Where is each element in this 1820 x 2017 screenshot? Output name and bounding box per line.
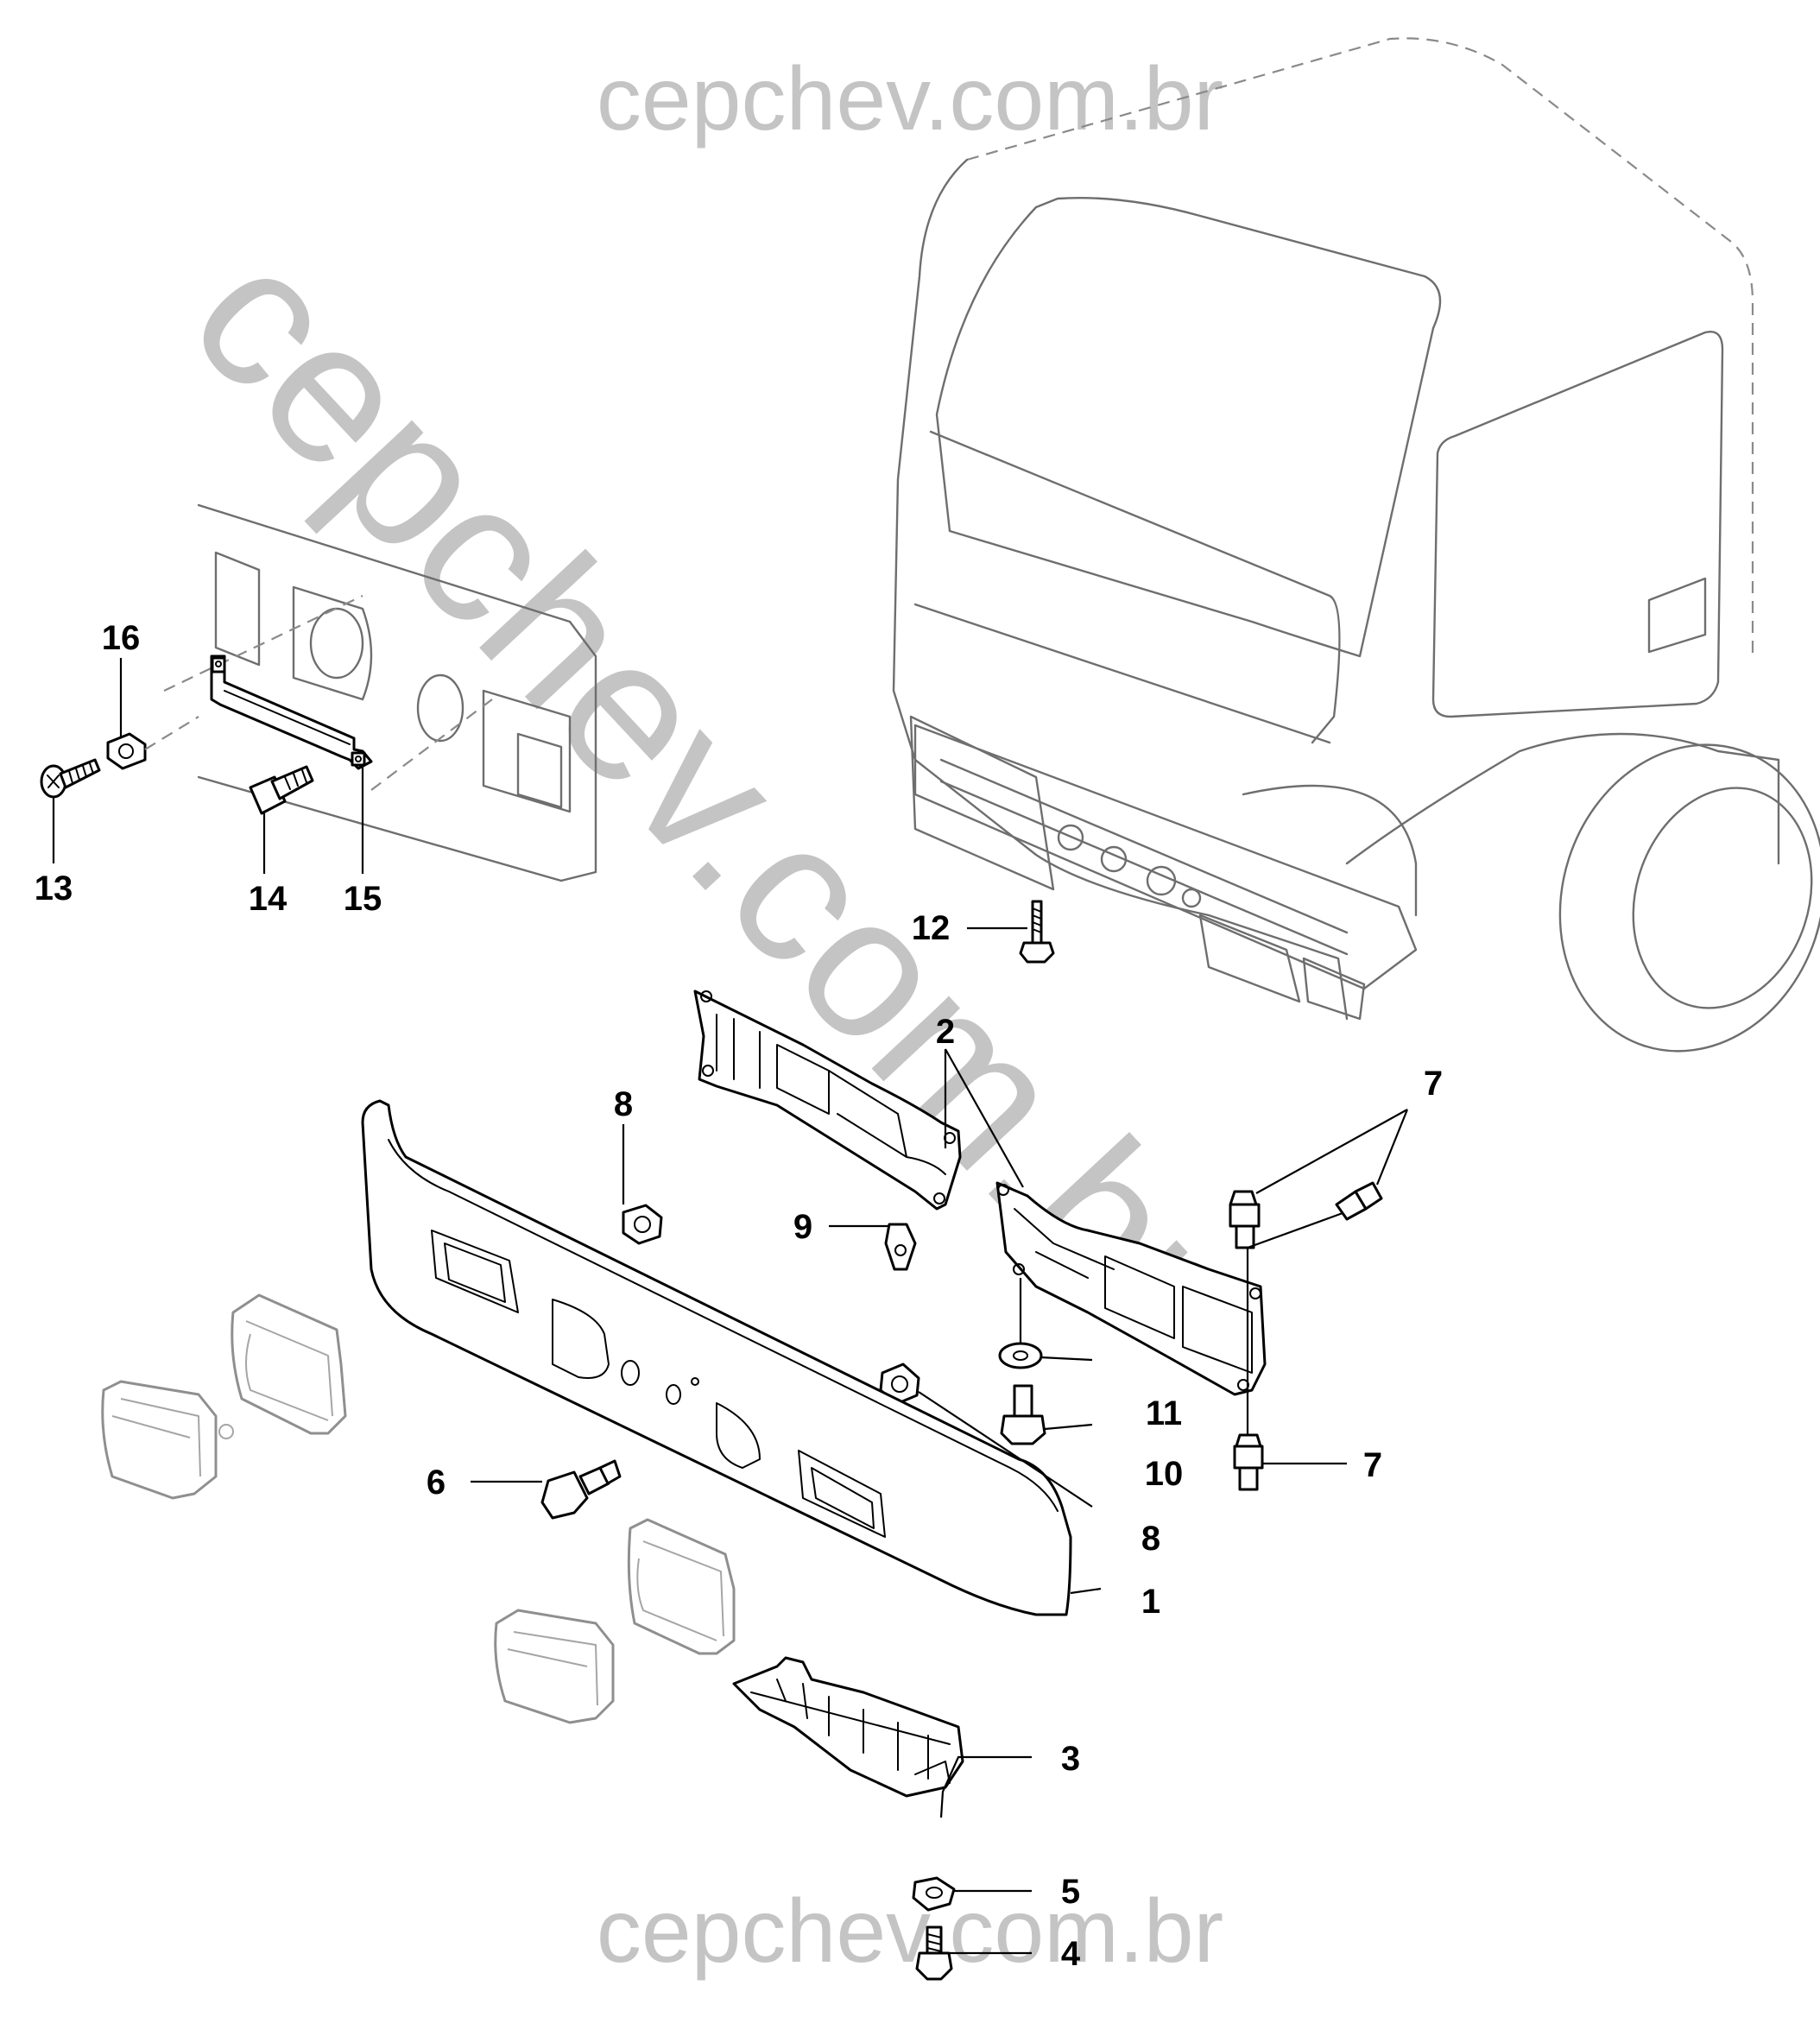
- bumper-part-1: [361, 1099, 1072, 1616]
- callout-12: 12: [912, 909, 951, 947]
- clip-part-9: [884, 1223, 917, 1271]
- watermark-top: cepchev.com.br: [597, 49, 1223, 149]
- callout-16: 16: [102, 619, 141, 657]
- callout-10: 10: [1145, 1455, 1184, 1493]
- bracket-part-2-right: [995, 1181, 1267, 1396]
- nut-part-16: [106, 716, 199, 770]
- callout-labels: 16 13 14 15 12 2 7 8 9 11 10 7 6 8 1 3 5…: [35, 619, 1443, 1973]
- callout-8-lower: 8: [1141, 1520, 1160, 1558]
- clip-nut-part-5: [912, 1876, 956, 1912]
- callout-1: 1: [1141, 1583, 1160, 1621]
- skid-plate-part-3: [732, 1656, 964, 1798]
- fog-lamp-right: [494, 1518, 736, 1724]
- callout-11: 11: [1146, 1394, 1182, 1432]
- bolt-part-4: [915, 1925, 953, 1981]
- bolt-part-14: [249, 765, 314, 815]
- grease-fitting-part-7-upper-left: [1229, 1190, 1261, 1249]
- fog-lamp-left: [101, 1293, 347, 1500]
- callout-4: 4: [1061, 1935, 1081, 1973]
- truck-cab-illustration: [892, 37, 1820, 1053]
- callout-7-upper: 7: [1424, 1065, 1443, 1103]
- frame-rail-illustration: [163, 503, 597, 882]
- callout-2: 2: [936, 1013, 955, 1051]
- bolt-part-10: [1000, 1384, 1046, 1445]
- bolt-part-12: [1019, 900, 1055, 964]
- callout-15: 15: [344, 880, 382, 918]
- watermark-bottom: cepchev.com.br: [597, 1881, 1223, 1982]
- callout-5: 5: [1061, 1873, 1080, 1911]
- callout-9: 9: [793, 1208, 812, 1246]
- leader-lines: [52, 658, 1409, 1955]
- callout-13: 13: [35, 869, 73, 907]
- bracket-part-15: [210, 654, 373, 770]
- bracket-part-2-left: [693, 990, 962, 1211]
- callout-7-lower: 7: [1363, 1446, 1382, 1484]
- grease-fitting-part-7-upper-right: [1335, 1181, 1383, 1221]
- bolt-part-6: [540, 1459, 622, 1520]
- fitting-axis-lines: [1246, 1211, 1343, 1435]
- callout-6: 6: [427, 1464, 446, 1502]
- grease-fitting-part-7-lower: [1233, 1433, 1264, 1491]
- callout-8-upper: 8: [614, 1085, 633, 1123]
- watermark-diagonal: cepchev.com.br: [149, 205, 1267, 1381]
- nut-part-8-upper: [622, 1204, 663, 1245]
- callout-14: 14: [249, 880, 288, 918]
- washer-part-11: [998, 1342, 1043, 1369]
- screw-part-13: [40, 758, 101, 799]
- callout-3: 3: [1061, 1740, 1080, 1778]
